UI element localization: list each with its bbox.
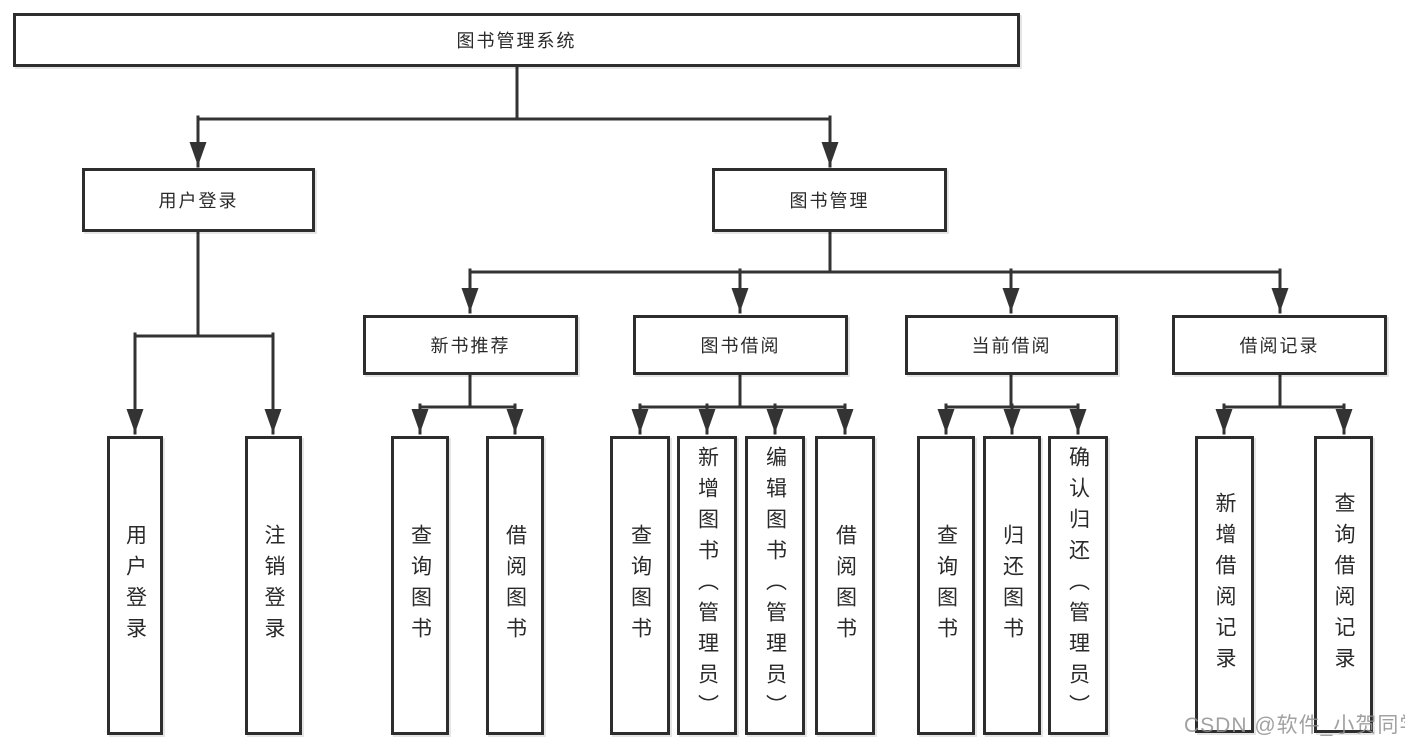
- connector-user-login-children: [126, 230, 282, 435]
- leaf-current-confirm-return-admin: 确认归还（管理员）: [1048, 436, 1108, 735]
- csdn-watermark: CSDN @软件_小贺同学: [1184, 714, 1405, 737]
- node-book-management: 图书管理: [712, 168, 947, 232]
- connector-book-management-children: [461, 230, 1289, 314]
- leaf-borrow-edit-books-admin: 编辑图书（管理员）: [745, 436, 805, 735]
- connector-root-to-level2: [189, 65, 839, 168]
- leaf-records-add-borrow-record: 新增借阅记录: [1195, 436, 1254, 733]
- node-current-borrow: 当前借阅: [905, 315, 1118, 375]
- leaf-borrow-borrow-books: 借阅图书: [815, 436, 875, 735]
- leaf-current-query-books: 查询图书: [917, 436, 975, 735]
- node-library-management-system: 图书管理系统: [13, 13, 1020, 67]
- leaf-user-login: 用户登录: [107, 436, 163, 735]
- leaf-recommend-borrow-books: 借阅图书: [486, 436, 544, 735]
- connector-book-borrow-children: [631, 373, 854, 435]
- leaf-borrow-query-books: 查询图书: [610, 436, 670, 735]
- leaf-recommend-query-books: 查询图书: [391, 436, 449, 735]
- connector-new-book-recommend-children: [411, 373, 524, 435]
- connector-current-borrow-children: [937, 373, 1087, 435]
- node-new-book-recommend: 新书推荐: [363, 315, 578, 375]
- node-user-login: 用户登录: [82, 168, 315, 232]
- node-borrow-records: 借阅记录: [1172, 315, 1387, 375]
- node-book-borrow: 图书借阅: [633, 315, 848, 375]
- leaf-records-query-borrow-record: 查询借阅记录: [1314, 436, 1373, 733]
- leaf-logout-login: 注销登录: [245, 436, 302, 735]
- leaf-borrow-add-books-admin: 新增图书（管理员）: [677, 436, 737, 735]
- leaf-current-return-books: 归还图书: [983, 436, 1041, 735]
- connector-borrow-records-children: [1215, 373, 1353, 435]
